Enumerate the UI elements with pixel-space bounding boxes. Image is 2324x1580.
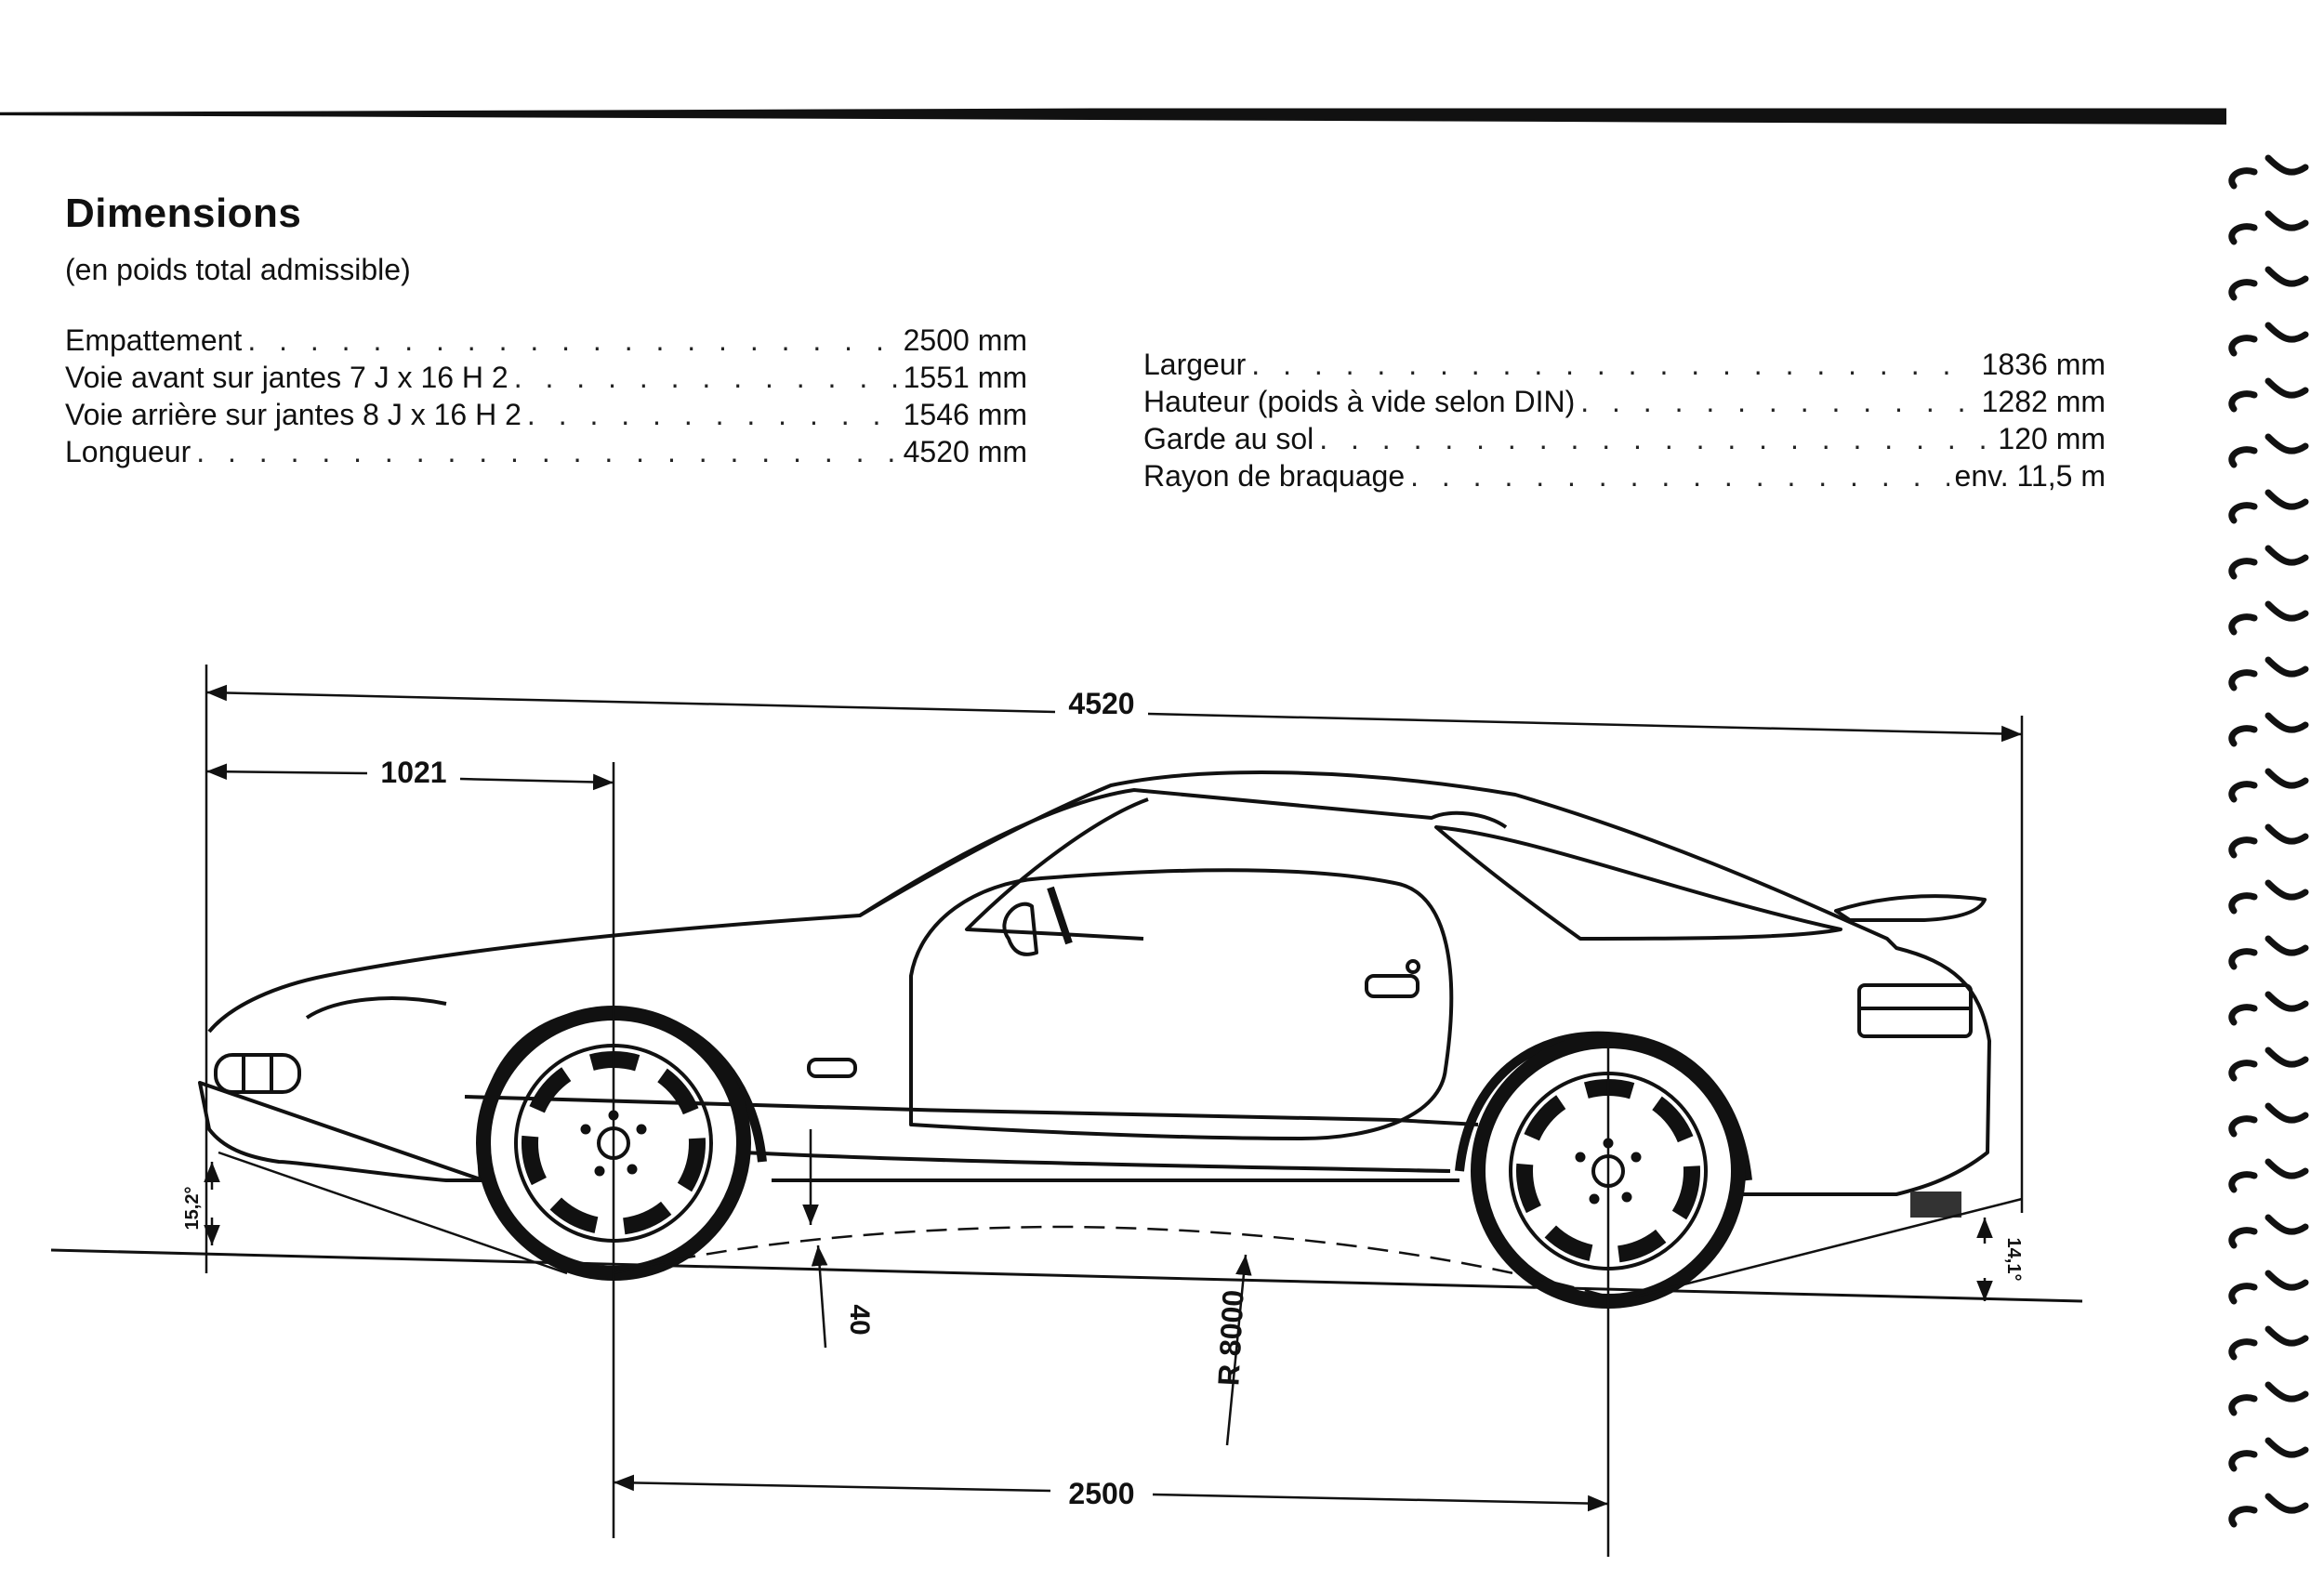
- spec-row: Voie avant sur jantes 7 J x 16 H 2 1551 m…: [65, 359, 1027, 396]
- spec-label: Garde au sol: [1143, 422, 1314, 455]
- dimension-ground-clearance: 40: [802, 1129, 875, 1349]
- label-front-overhang: 1021: [380, 756, 446, 789]
- label-ramp-radius: R 8000: [1211, 1289, 1249, 1387]
- spec-label: Voie arrière sur jantes 8 J x 16 H 2: [65, 398, 522, 431]
- spec-value: 1836 mm: [1981, 348, 2106, 381]
- label-departure-angle: 14,1°: [2003, 1238, 2024, 1282]
- page-title: Dimensions: [65, 191, 302, 236]
- extension-lines: [205, 665, 2024, 1557]
- dimension-departure-angle: 14,1°: [1635, 1197, 2024, 1301]
- car-body: [198, 770, 1991, 1196]
- spec-row: Empattement 2500 mm: [65, 322, 1027, 359]
- label-approach-angle: 15,2°: [182, 1187, 203, 1231]
- label-wheelbase: 2500: [1068, 1477, 1134, 1510]
- spec-label: Voie avant sur jantes 7 J x 16 H 2: [65, 361, 508, 394]
- spiral-binding: [2228, 154, 2309, 1528]
- spec-row: Voie arrière sur jantes 8 J x 16 H 2 1546…: [65, 396, 1027, 433]
- dimension-approach-angle: 15,2°: [182, 1151, 568, 1275]
- spec-value: env. 11,5 m: [1954, 459, 2106, 493]
- spec-label: Rayon de braquage: [1143, 459, 1406, 493]
- spec-row: Hauteur (poids à vide selon DIN) 1282 mm: [1143, 383, 2106, 420]
- label-ground-clearance: 40: [844, 1304, 875, 1335]
- ground-line: [50, 1248, 2083, 1303]
- spec-row: Longueur 4520 mm: [65, 433, 1027, 470]
- spec-row: Garde au sol 120 mm: [1143, 420, 2106, 457]
- spec-list-left: Empattement 2500 mm Voie avant sur jantes…: [65, 322, 1027, 470]
- label-overall-length: 4520: [1068, 687, 1134, 720]
- dimension-ramp-radius: R 8000: [1211, 1254, 1252, 1446]
- spec-value: 1551 mm: [903, 361, 1027, 394]
- dimension-overall-length: 4520: [205, 684, 2023, 743]
- spec-label: Empattement: [65, 323, 243, 357]
- spec-row: Rayon de braquage env. 11,5 m: [1143, 457, 2106, 494]
- dimension-wheelbase: 2500: [613, 1474, 1609, 1512]
- page-subtitle: (en poids total admissible): [65, 253, 411, 286]
- spec-row: Largeur 1836 mm: [1143, 346, 2106, 383]
- spec-label: Largeur: [1143, 348, 1247, 381]
- ramp-arc: [613, 1225, 1609, 1298]
- spec-value: 120 mm: [1998, 422, 2106, 455]
- spec-value: 1282 mm: [1981, 385, 2106, 418]
- spec-value: 4520 mm: [903, 435, 1027, 468]
- exhaust-pipe: [1910, 1192, 1961, 1218]
- spec-list-right: Largeur 1836 mm Hauteur (poids à vide sel…: [1143, 346, 2106, 494]
- spec-value: 1546 mm: [903, 398, 1027, 431]
- spec-label: Longueur: [65, 435, 191, 468]
- dimension-front-overhang: 1021: [205, 756, 614, 791]
- spec-value: 2500 mm: [903, 323, 1027, 357]
- spec-label: Hauteur (poids à vide selon DIN): [1143, 385, 1576, 418]
